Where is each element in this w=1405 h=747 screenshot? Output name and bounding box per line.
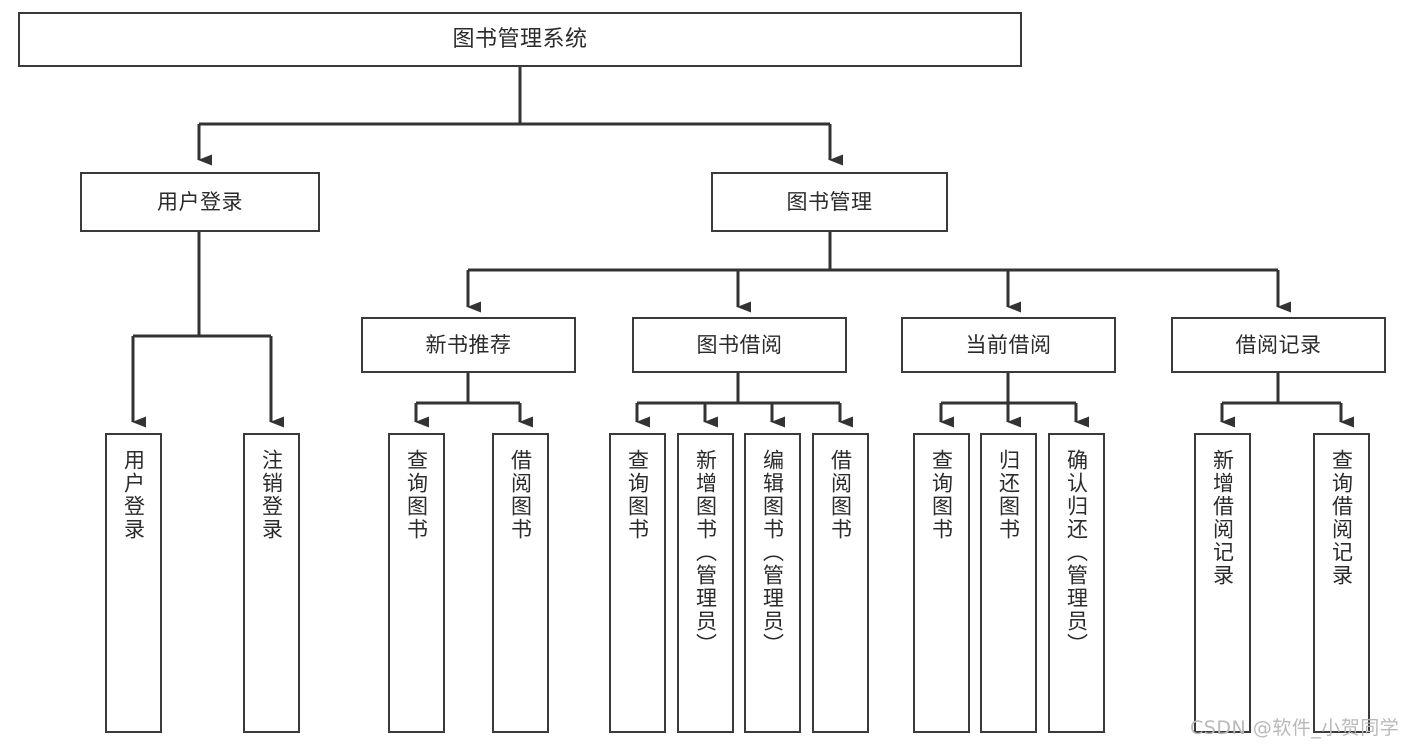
node-label: 查询图书: [404, 449, 429, 541]
node-label: 用户登录: [121, 449, 146, 541]
node-label: 图书借阅: [696, 332, 783, 357]
node-label: 图书管理: [786, 189, 873, 214]
node-label: 借阅图书: [508, 449, 533, 541]
node-leaf-records-query-record[interactable]: 查询借阅记录: [1313, 433, 1370, 733]
node-label: 借阅图书: [828, 449, 853, 541]
node-leaf-user-login-logout[interactable]: 注销登录: [243, 433, 300, 733]
node-leaf-records-add-record[interactable]: 新增借阅记录: [1194, 433, 1251, 733]
node-label: 新增借阅记录: [1210, 449, 1235, 587]
node-leaf-new-book-borrow[interactable]: 借阅图书: [492, 433, 549, 733]
node-leaf-borrow-borrow-book[interactable]: 借阅图书: [812, 433, 869, 733]
node-label: 确认归还（管理员）: [1064, 449, 1089, 656]
node-label: 查询借阅记录: [1329, 449, 1354, 587]
node-label: 借阅记录: [1235, 332, 1322, 357]
node-leaf-current-confirm-return-admin[interactable]: 确认归还（管理员）: [1048, 433, 1105, 733]
node-borrow-records[interactable]: 借阅记录: [1171, 317, 1386, 373]
node-leaf-new-book-query[interactable]: 查询图书: [388, 433, 445, 733]
node-leaf-borrow-add-book-admin[interactable]: 新增图书（管理员）: [677, 433, 734, 733]
node-new-book-recommend[interactable]: 新书推荐: [361, 317, 576, 373]
node-current-borrow[interactable]: 当前借阅: [901, 317, 1116, 373]
node-label: 查询图书: [929, 449, 954, 541]
node-label: 当前借阅: [965, 332, 1052, 357]
node-leaf-borrow-edit-book-admin[interactable]: 编辑图书（管理员）: [744, 433, 801, 733]
node-leaf-borrow-query-book[interactable]: 查询图书: [609, 433, 666, 733]
node-label: 注销登录: [259, 449, 284, 541]
node-user-login[interactable]: 用户登录: [80, 172, 320, 232]
node-label: 编辑图书（管理员）: [760, 449, 785, 656]
csdn-watermark: CSDN @软件_小贺同学: [1190, 717, 1400, 739]
node-book-borrow[interactable]: 图书借阅: [632, 317, 847, 373]
node-root-library-system[interactable]: 图书管理系统: [18, 12, 1022, 67]
node-label: 新增图书（管理员）: [693, 449, 718, 656]
node-label: 新书推荐: [425, 332, 512, 357]
node-label: 查询图书: [625, 449, 650, 541]
node-label: 用户登录: [157, 189, 243, 214]
node-leaf-user-login-login[interactable]: 用户登录: [105, 433, 162, 733]
node-leaf-current-query-book[interactable]: 查询图书: [913, 433, 970, 733]
node-label: 图书管理系统: [452, 26, 588, 52]
node-leaf-current-return-book[interactable]: 归还图书: [980, 433, 1037, 733]
node-book-management[interactable]: 图书管理: [711, 172, 948, 232]
node-label: 归还图书: [996, 449, 1021, 541]
